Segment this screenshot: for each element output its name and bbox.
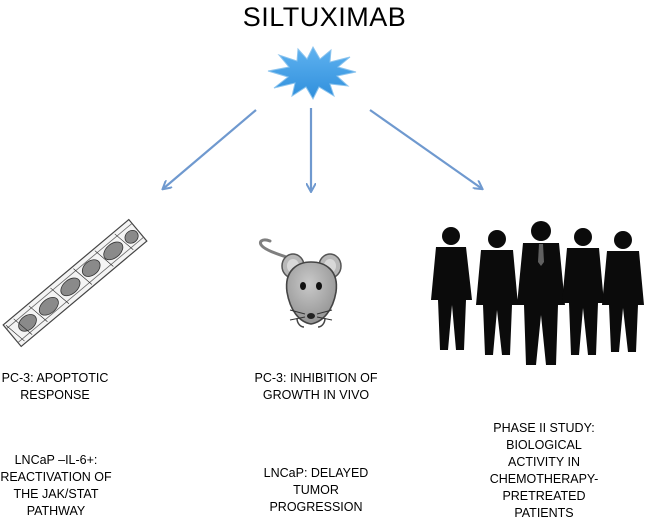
column-1-bottom-caption: LNCaP –IL-6+: REACTIVATION OF THE JAK/ST… <box>0 453 112 518</box>
mouse-icon <box>258 238 342 328</box>
people-silhouettes-image <box>431 221 644 365</box>
arrow-right <box>369 109 481 188</box>
cell-tissue-image <box>2 218 148 348</box>
column-3-caption: PHASE II STUDY: BIOLOGICAL ACTIVITY IN C… <box>489 421 599 520</box>
starburst-icon <box>267 45 357 101</box>
column-2-bottom-caption: LNCaP: DELAYED TUMOR PROGRESSION <box>263 466 369 514</box>
arrow-left <box>164 109 257 188</box>
column-1-top-caption: PC-3: APOPTOTIC RESPONSE <box>1 371 109 402</box>
diagram-title: SILTUXIMAB <box>242 2 407 32</box>
column-2-top-caption: PC-3: INHIBITION OF GROWTH IN VIVO <box>254 371 378 402</box>
